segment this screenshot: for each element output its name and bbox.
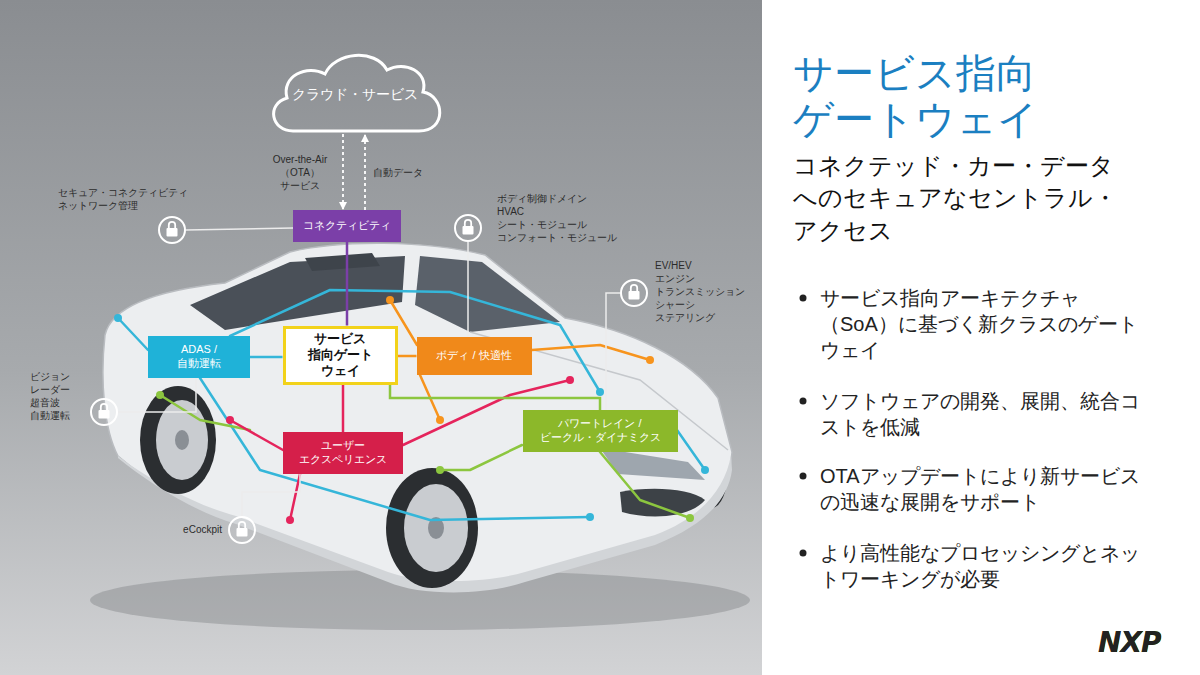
slide-title: サービス指向 ゲートウェイ	[793, 50, 1193, 142]
node-label: コネクティビティ	[303, 219, 391, 233]
bullet-text: OTAアップデートにより新サービスの迅速な展開をサポート	[820, 463, 1140, 515]
node-label: ユーザー エクスペリエンス	[293, 439, 393, 467]
callout-text: eCockpit	[162, 523, 222, 536]
domain-box: パワートレイン / ビークル・ダイナミクス	[523, 410, 678, 452]
node-label: クラウド・サービス	[292, 86, 418, 104]
lock-icon	[91, 399, 117, 425]
leader-line	[118, 378, 196, 412]
connector	[342, 385, 345, 433]
network-wire	[230, 290, 600, 392]
company-logo: NXP	[1098, 626, 1161, 660]
callout-text: EV/HEV エンジン トランスミッション シャーシ ステアリング	[655, 259, 753, 324]
wheel	[386, 468, 478, 588]
wheel-rim	[404, 484, 468, 572]
bullet-dot	[800, 550, 807, 557]
node-label: パワートレイン / ビークル・ダイナミクス	[534, 417, 666, 445]
wheel	[140, 386, 216, 494]
connector	[342, 134, 344, 210]
bullet-text: より高性能なプロセッシングとネットワーキングが必要	[820, 540, 1140, 592]
domain-box: ユーザー エクスペリエンス	[283, 432, 403, 474]
network-wire	[118, 318, 148, 350]
cloud-shape: クラウド・サービス	[263, 46, 448, 134]
lock-icon	[159, 217, 185, 243]
domain-box: ボディ / 快適性	[417, 337, 532, 375]
network-wire	[532, 345, 650, 360]
connector	[398, 355, 417, 358]
white-panel	[762, 0, 1200, 675]
car-sill	[118, 455, 732, 593]
edge-label: Over-the-Air （OTA） サービス	[265, 153, 335, 192]
wire-node	[596, 388, 604, 396]
network-wire	[230, 420, 283, 450]
grey-ground	[0, 0, 762, 675]
leader-line	[242, 474, 300, 516]
connector	[346, 242, 349, 326]
node-label: サービス 指向ゲート ウェイ	[295, 331, 385, 380]
bullet-text: サービス指向アーキテクチャ（SoA）に基づく新クラスのゲートウェイ	[820, 285, 1140, 363]
wire-node	[436, 466, 444, 474]
bullet-dot	[800, 398, 807, 405]
connector	[250, 356, 283, 359]
lock-icon	[229, 517, 255, 543]
windshield	[415, 256, 560, 332]
sunroof	[305, 253, 380, 271]
wire-node	[646, 356, 654, 364]
network-wire	[290, 474, 300, 520]
bullet-text: ソフトウェアの開発、展開、統合コストを低減	[820, 388, 1140, 440]
network-wire	[677, 430, 705, 470]
node-label: ADAS / 自動運転	[168, 343, 230, 371]
wire-node	[686, 514, 694, 522]
wheel-hub	[175, 430, 189, 450]
bullet-dot	[800, 473, 807, 480]
callout-text: ビジョン レーダー 超音波 自動運転	[30, 370, 78, 422]
headlight	[600, 448, 705, 480]
wire-node	[226, 416, 234, 424]
lock-icon	[455, 215, 481, 241]
domain-box: ADAS / 自動運転	[148, 336, 250, 378]
callout-text: セキュア・コネクティビティ ネットワーク管理	[58, 186, 200, 212]
wire-node	[156, 391, 164, 399]
node-label: ボディ / 快適性	[436, 349, 511, 363]
wire-node	[386, 296, 394, 304]
wire-node	[701, 466, 709, 474]
gateway-box: サービス 指向ゲート ウェイ	[283, 326, 398, 385]
car-body	[103, 243, 732, 590]
wire-node	[586, 513, 594, 521]
side-window	[190, 256, 405, 330]
leader-line	[606, 293, 620, 410]
subtitle: コネクテッド・カー・データへのセキュアなセントラル・アクセス	[793, 150, 1128, 247]
wire-node	[566, 376, 574, 384]
connector	[390, 385, 600, 411]
leader-line	[467, 242, 469, 337]
wire-node	[436, 416, 444, 424]
connector	[364, 134, 366, 210]
edge-label: 自動データ	[373, 166, 423, 179]
wire-node	[286, 516, 294, 524]
bullet-dot	[800, 295, 807, 302]
lock-icon	[621, 280, 647, 306]
domain-box: コネクティビティ	[293, 210, 401, 242]
wire-node	[114, 314, 122, 322]
network-wire	[600, 452, 690, 518]
callout-text: ボディ制御ドメイン HVAC シート・モジュール コンフォート・モジュール	[497, 192, 629, 244]
cloud-outline-path	[273, 55, 439, 131]
leader-line	[186, 228, 293, 230]
network-wire	[440, 445, 522, 470]
